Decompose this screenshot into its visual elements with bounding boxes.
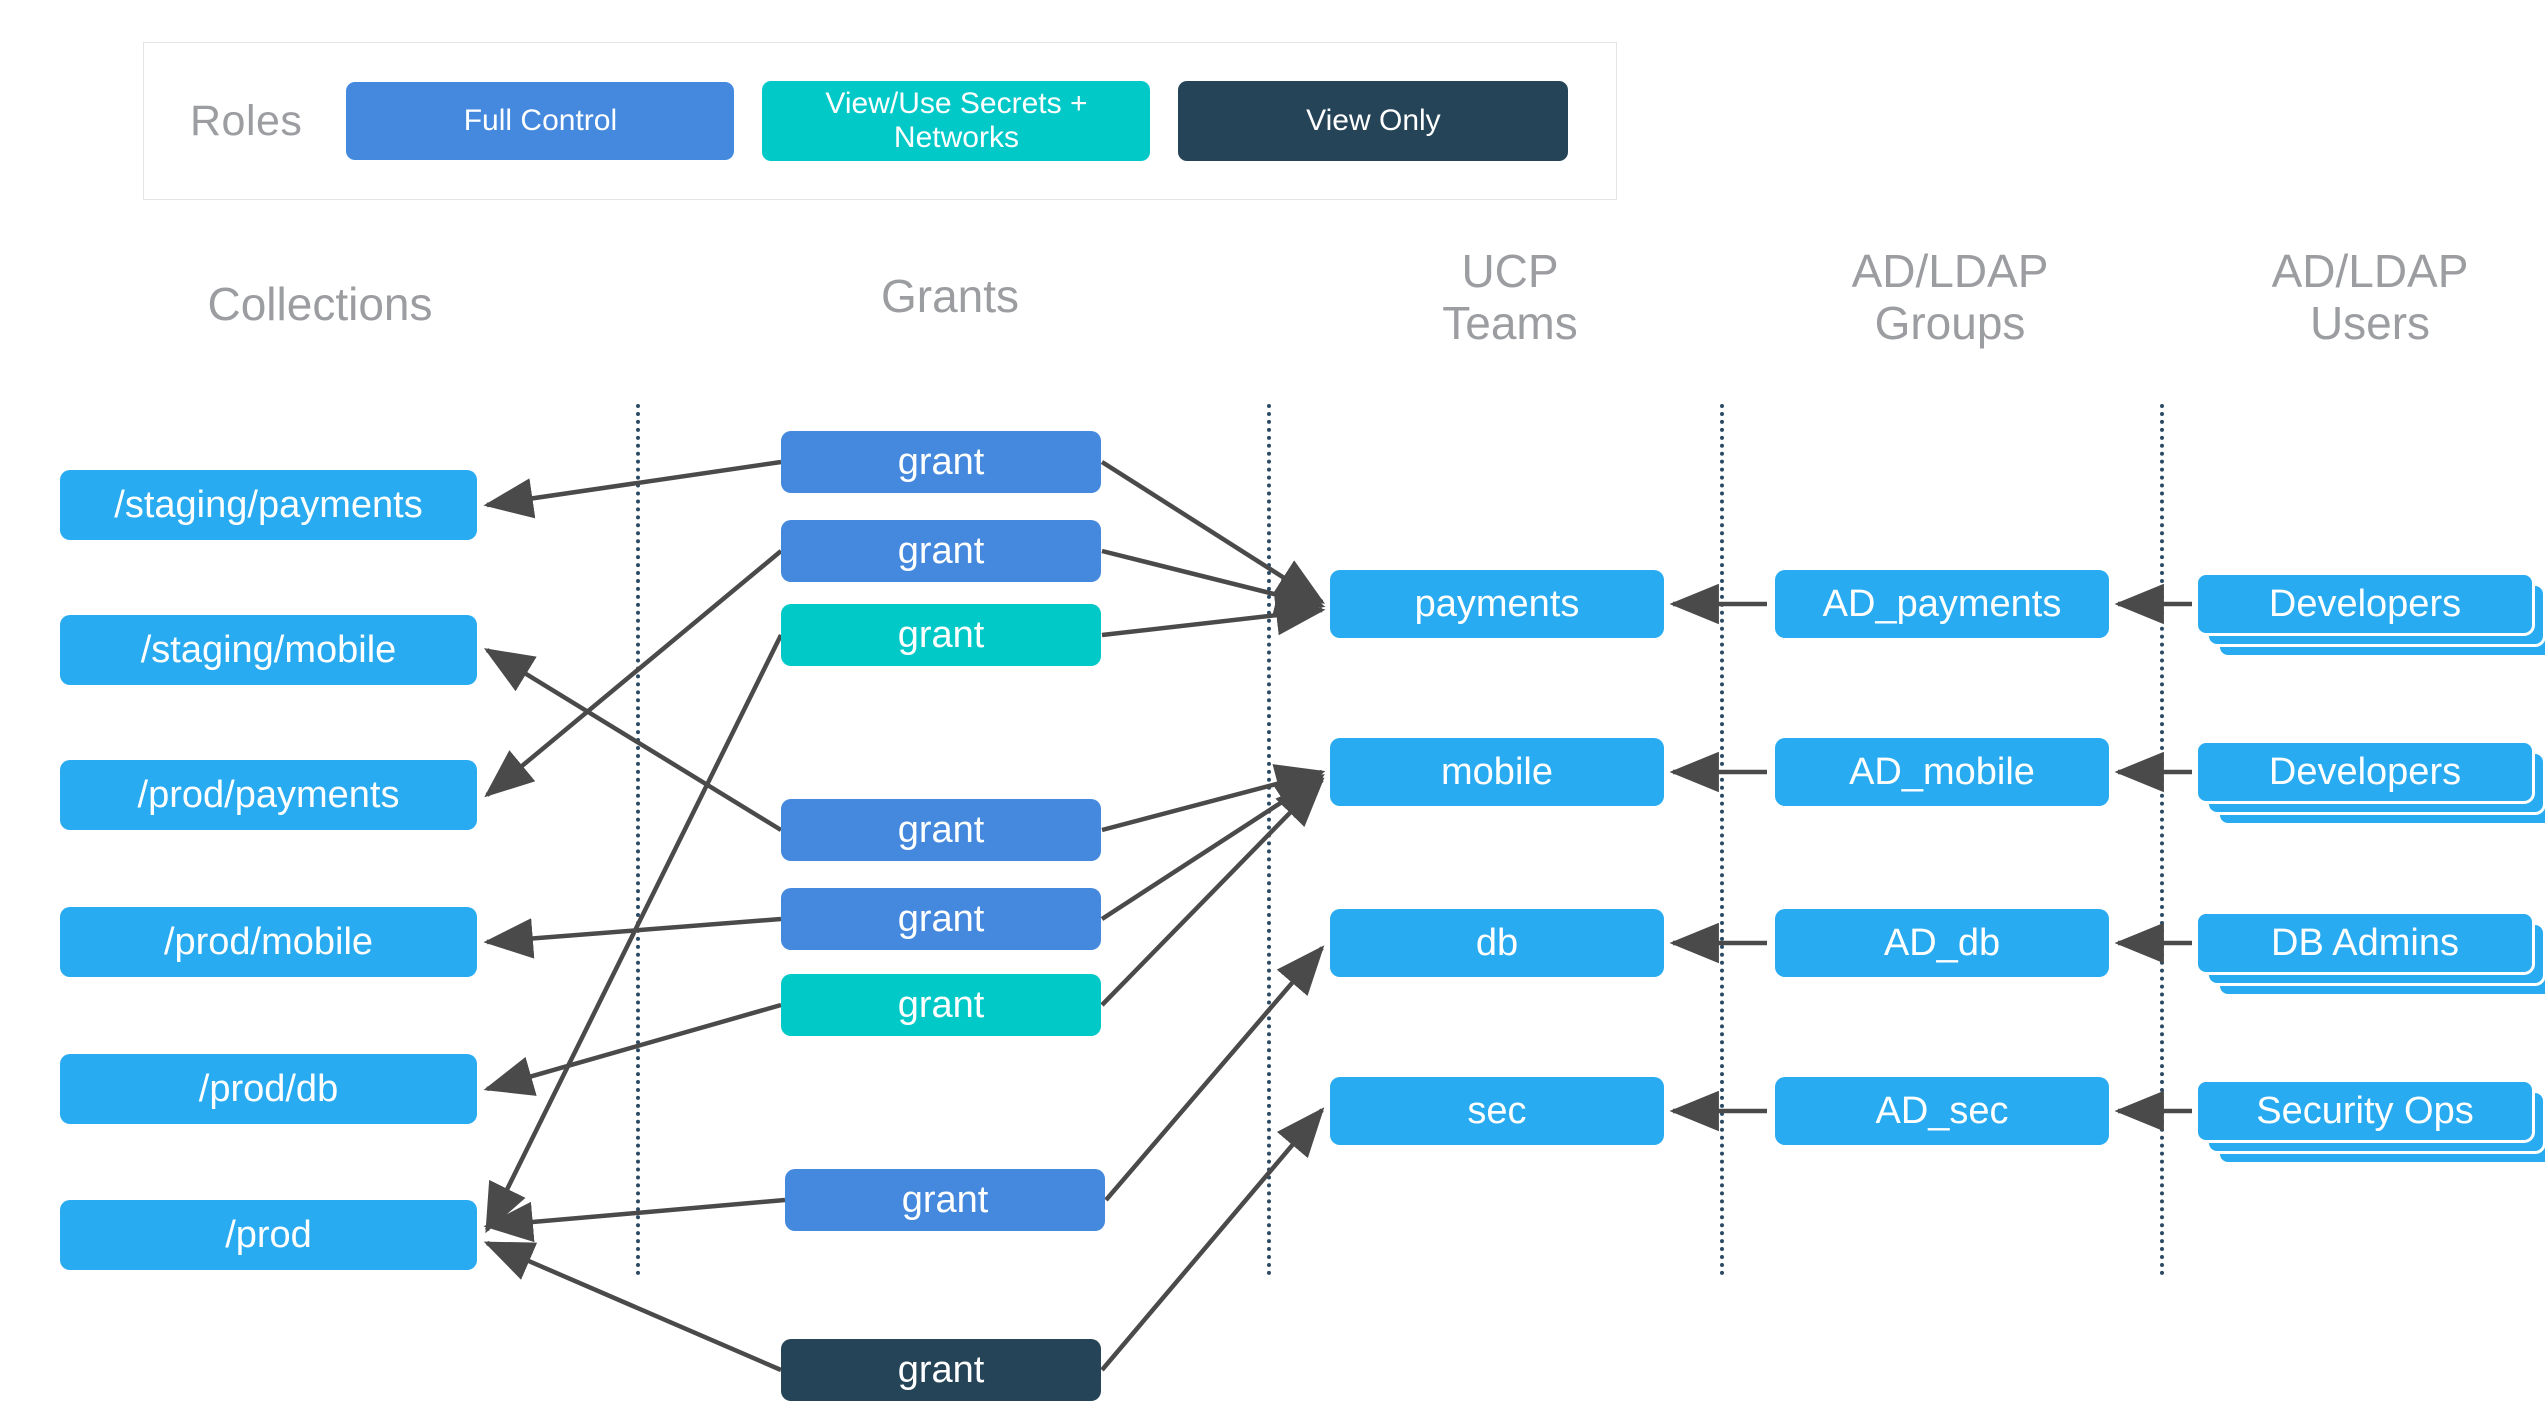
- grant-node[interactable]: grant: [781, 604, 1101, 666]
- role-chip-view-only[interactable]: View Only: [1178, 81, 1569, 161]
- collection-node[interactable]: /prod/db: [60, 1054, 477, 1124]
- ad-group-node[interactable]: AD_mobile: [1775, 738, 2109, 806]
- ad-group-node[interactable]: AD_sec: [1775, 1077, 2109, 1145]
- column-header-ad-ldap-groups: AD/LDAP Groups: [1851, 245, 2049, 350]
- collection-node[interactable]: /prod/payments: [60, 760, 477, 830]
- ad-user-stack[interactable]: DB Admins: [2195, 911, 2545, 997]
- ad-user-stack[interactable]: Security Ops: [2195, 1079, 2545, 1165]
- grant-node[interactable]: grant: [781, 431, 1101, 493]
- grant-node[interactable]: grant: [781, 1339, 1101, 1401]
- column-header-grants: Grants: [880, 270, 1020, 322]
- collection-node[interactable]: /staging/payments: [60, 470, 477, 540]
- collection-node[interactable]: /prod: [60, 1200, 477, 1270]
- collection-node[interactable]: /staging/mobile: [60, 615, 477, 685]
- grant-node[interactable]: grant: [785, 1169, 1105, 1231]
- column-separator-grants-teams: [1267, 404, 1271, 1276]
- ad-user-card-front[interactable]: Developers: [2195, 740, 2535, 804]
- column-separator-groups-users: [2160, 404, 2164, 1276]
- ad-group-node[interactable]: AD_db: [1775, 909, 2109, 977]
- ad-group-node[interactable]: AD_payments: [1775, 570, 2109, 638]
- grant-node[interactable]: grant: [781, 520, 1101, 582]
- grant-node[interactable]: grant: [781, 888, 1101, 950]
- ad-user-card-front[interactable]: DB Admins: [2195, 911, 2535, 975]
- ad-user-card-front[interactable]: Security Ops: [2195, 1079, 2535, 1143]
- role-chip-view-use-secrets-networks[interactable]: View/Use Secrets + Networks: [762, 81, 1151, 161]
- role-chip-full-control[interactable]: Full Control: [346, 82, 735, 160]
- ad-user-stack[interactable]: Developers: [2195, 572, 2545, 658]
- column-header-ucp-teams: UCP Teams: [1442, 245, 1578, 350]
- collection-node[interactable]: /prod/mobile: [60, 907, 477, 977]
- team-node[interactable]: db: [1330, 909, 1664, 977]
- grant-node[interactable]: grant: [781, 974, 1101, 1036]
- team-node[interactable]: payments: [1330, 570, 1664, 638]
- ad-user-stack[interactable]: Developers: [2195, 740, 2545, 826]
- ad-user-card-front[interactable]: Developers: [2195, 572, 2535, 636]
- roles-legend-title: Roles: [190, 96, 303, 145]
- column-header-collections: Collections: [207, 278, 433, 330]
- roles-legend: Roles Full Control View/Use Secrets + Ne…: [143, 42, 1617, 200]
- column-separator-teams-groups: [1720, 404, 1724, 1276]
- column-header-ad-ldap-users: AD/LDAP Users: [2271, 245, 2469, 350]
- grant-node[interactable]: grant: [781, 799, 1101, 861]
- column-separator-collections-grants: [636, 404, 640, 1276]
- team-node[interactable]: sec: [1330, 1077, 1664, 1145]
- team-node[interactable]: mobile: [1330, 738, 1664, 806]
